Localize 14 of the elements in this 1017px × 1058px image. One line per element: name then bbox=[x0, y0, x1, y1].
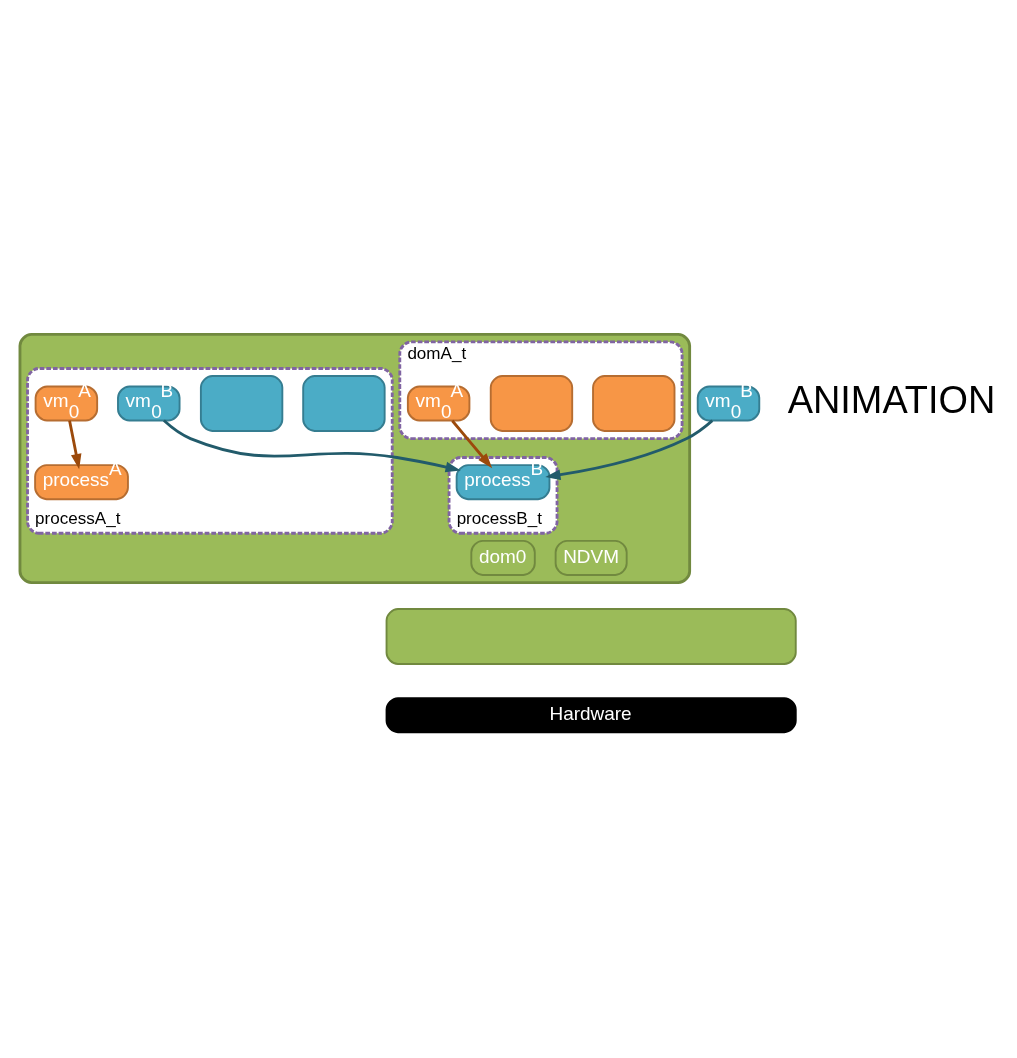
arrow bbox=[68, 419, 82, 469]
node-box: Hardware bbox=[385, 696, 797, 733]
node-box bbox=[199, 374, 284, 432]
cluster bbox=[18, 332, 692, 584]
node-box bbox=[489, 374, 574, 432]
node-bar bbox=[385, 607, 797, 665]
node-box bbox=[592, 374, 676, 432]
node-box bbox=[302, 374, 386, 432]
node-box: dom0 bbox=[470, 539, 536, 576]
label: ANIMATION bbox=[787, 378, 996, 421]
arrow bbox=[545, 419, 714, 480]
arrow bbox=[451, 419, 493, 468]
arrow bbox=[162, 419, 461, 472]
node-box: NDVM bbox=[554, 539, 628, 576]
